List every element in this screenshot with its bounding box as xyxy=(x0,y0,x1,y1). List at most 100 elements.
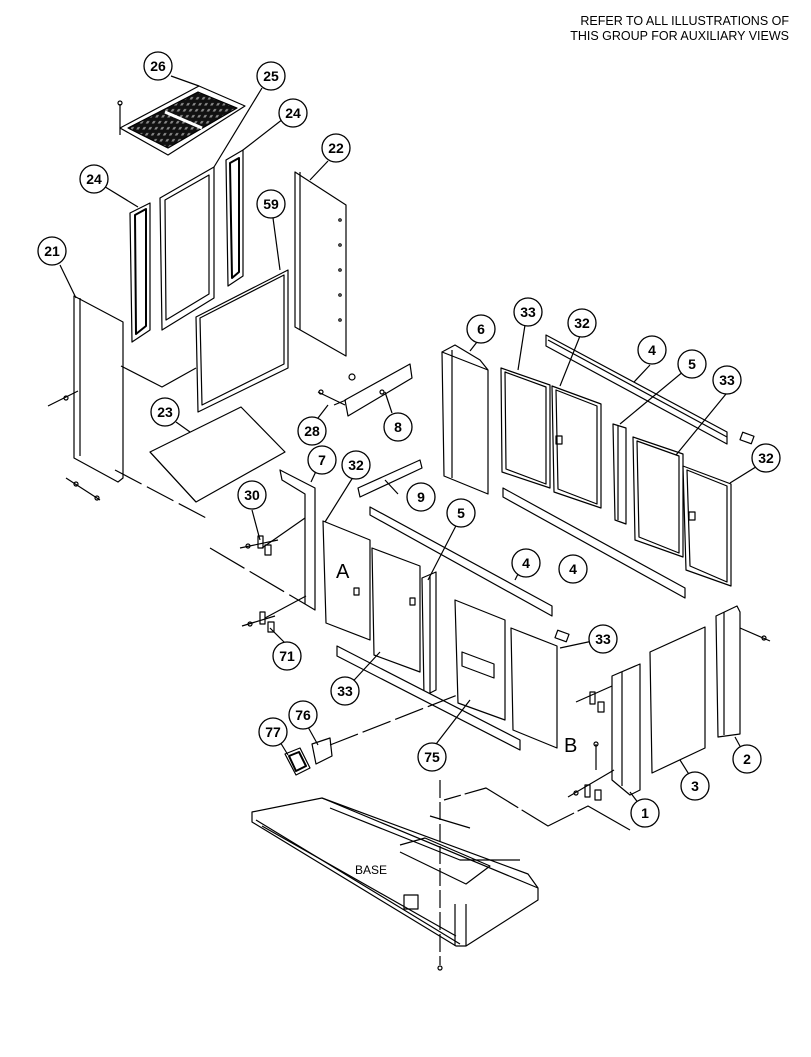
base-label: BASE xyxy=(355,863,387,877)
svg-text:1: 1 xyxy=(641,805,649,821)
callouts: 26 25 24 24 22 59 21 23 28 8 6 33 32 4 5… xyxy=(37,51,781,828)
callout-30: 30 xyxy=(237,480,267,510)
door-32-back-right xyxy=(682,465,732,587)
callout-33-front-right: 33 xyxy=(588,624,618,654)
latch-right-upper xyxy=(575,685,613,713)
note-line-1: REFER TO ALL ILLUSTRATIONS OF xyxy=(580,14,789,28)
callout-71: 71 xyxy=(272,641,302,671)
svg-text:75: 75 xyxy=(424,749,440,765)
callout-76: 76 xyxy=(288,700,318,730)
cover-76 xyxy=(311,737,333,765)
svg-text:8: 8 xyxy=(394,419,402,435)
auxiliary-views-note: REFER TO ALL ILLUSTRATIONS OF THIS GROUP… xyxy=(489,14,789,44)
gasket-77 xyxy=(284,747,311,776)
callout-1: 1 xyxy=(630,798,660,828)
rail-4-top xyxy=(545,334,728,445)
svg-text:5: 5 xyxy=(457,505,465,521)
svg-text:33: 33 xyxy=(595,631,611,647)
svg-text:22: 22 xyxy=(328,140,344,156)
svg-text:21: 21 xyxy=(44,243,60,259)
svg-text:25: 25 xyxy=(263,68,279,84)
callout-5-back: 5 xyxy=(677,349,707,379)
rail-4-front xyxy=(369,506,553,617)
svg-text:7: 7 xyxy=(318,452,326,468)
callout-4-front: 4 xyxy=(511,548,541,578)
callout-9: 9 xyxy=(406,482,436,512)
svg-text:4: 4 xyxy=(648,342,656,358)
svg-text:4: 4 xyxy=(569,561,577,577)
rail-4-middle xyxy=(502,487,686,599)
callout-59: 59 xyxy=(256,189,286,219)
svg-text:33: 33 xyxy=(719,372,735,388)
svg-text:30: 30 xyxy=(244,487,260,503)
svg-text:3: 3 xyxy=(691,778,699,794)
svg-text:26: 26 xyxy=(150,58,166,74)
panel-3 xyxy=(649,626,706,774)
callout-33-back-left: 33 xyxy=(513,297,543,327)
callout-22: 22 xyxy=(321,133,351,163)
door-33-front-left xyxy=(371,547,421,673)
latch-30 xyxy=(239,517,306,556)
door-a-front xyxy=(322,520,371,641)
panel-59 xyxy=(195,269,289,413)
side-panel-22 xyxy=(294,171,347,357)
callout-4-middle: 4 xyxy=(558,554,588,584)
svg-text:32: 32 xyxy=(758,450,774,466)
callout-33-back-right: 33 xyxy=(712,365,742,395)
callout-26: 26 xyxy=(143,51,173,81)
door-33-front-right xyxy=(510,627,558,749)
deflector-23 xyxy=(149,406,286,503)
door-32-back xyxy=(551,385,602,509)
svg-text:59: 59 xyxy=(263,196,279,212)
callout-24-left: 24 xyxy=(79,164,109,194)
callout-33-front-left: 33 xyxy=(330,676,360,706)
svg-text:5: 5 xyxy=(688,356,696,372)
area-label-b: B xyxy=(564,735,577,757)
rail-bottom-front xyxy=(336,645,521,751)
svg-text:32: 32 xyxy=(574,315,590,331)
svg-text:6: 6 xyxy=(477,321,485,337)
post-5-front xyxy=(421,571,437,697)
svg-text:4: 4 xyxy=(522,555,530,571)
filter-strip-24-left xyxy=(129,202,151,343)
corner-post-2 xyxy=(715,605,771,738)
corner-post-1 xyxy=(611,663,641,796)
svg-text:24: 24 xyxy=(86,171,102,187)
svg-text:32: 32 xyxy=(348,457,364,473)
svg-text:2: 2 xyxy=(743,751,751,767)
callout-8: 8 xyxy=(383,412,413,442)
callout-6: 6 xyxy=(466,314,496,344)
svg-text:28: 28 xyxy=(304,423,320,439)
door-33-back-right xyxy=(632,436,684,558)
latch-right-lower xyxy=(567,741,615,801)
callout-3: 3 xyxy=(680,771,710,801)
callout-32-back-right: 32 xyxy=(751,443,781,473)
base-frame xyxy=(251,780,539,971)
corner-post-7 xyxy=(279,469,316,611)
post-5-back xyxy=(612,423,627,525)
callout-7: 7 xyxy=(307,445,337,475)
svg-text:71: 71 xyxy=(279,648,295,664)
svg-text:33: 33 xyxy=(337,683,353,699)
svg-text:24: 24 xyxy=(285,105,301,121)
area-label-a: A xyxy=(336,561,350,583)
callout-28: 28 xyxy=(297,416,327,446)
callout-2: 2 xyxy=(732,744,762,774)
rail-9 xyxy=(357,459,423,498)
callout-32-back-left: 32 xyxy=(567,308,597,338)
latch-71 xyxy=(241,595,307,633)
callout-23: 23 xyxy=(150,397,180,427)
callout-4-top: 4 xyxy=(637,335,667,365)
callout-24-right: 24 xyxy=(278,98,308,128)
access-door-75 xyxy=(454,599,506,721)
top-grille-part xyxy=(117,85,246,156)
side-panel-6 xyxy=(441,344,489,495)
note-line-2: THIS GROUP FOR AUXILIARY VIEWS xyxy=(570,29,789,43)
svg-text:33: 33 xyxy=(520,304,536,320)
callout-77: 77 xyxy=(258,717,288,747)
svg-text:77: 77 xyxy=(265,724,281,740)
svg-text:23: 23 xyxy=(157,404,173,420)
filter-strip-24-right xyxy=(225,149,244,287)
bracket-8 xyxy=(317,363,413,417)
